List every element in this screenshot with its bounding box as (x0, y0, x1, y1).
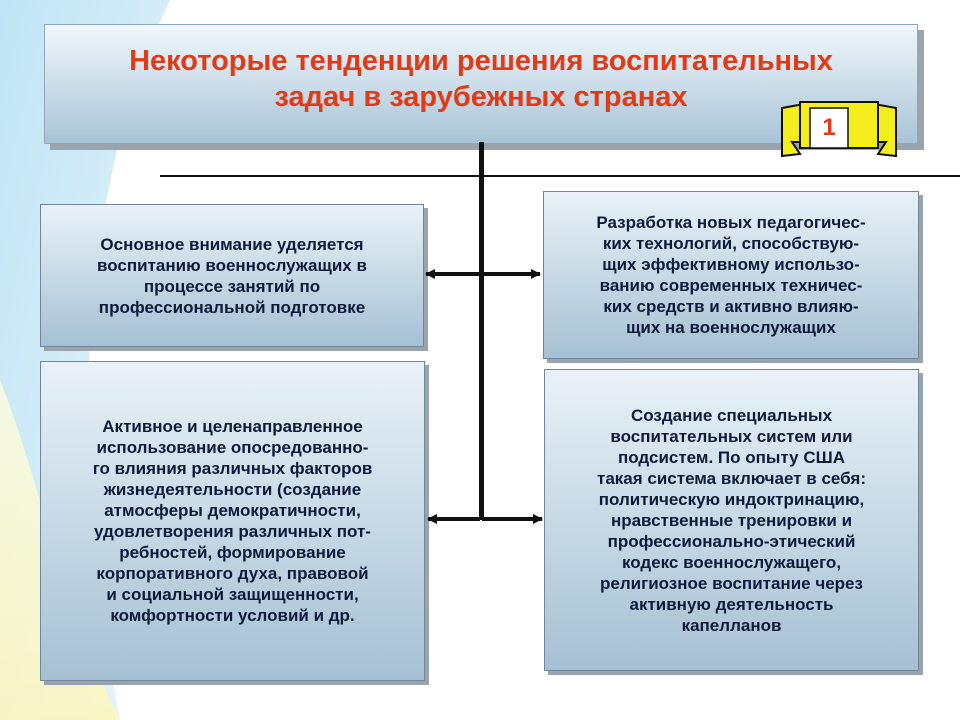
box-right-top: Разработка новых педагогичес- ких технол… (543, 191, 919, 359)
box-right-bottom-text: Создание специальных воспитательных сист… (597, 405, 866, 635)
box-left-bottom-text: Активное и целенаправленное использовани… (92, 417, 373, 625)
box-left-bottom: Активное и целенаправленное использовани… (40, 361, 425, 681)
badge-number: 1 (822, 114, 836, 141)
box-right-bottom: Создание специальных воспитательных сист… (544, 369, 919, 671)
horizontal-divider (160, 175, 960, 177)
number-badge (781, 101, 897, 158)
page-title: Некоторые тенденции решения воспитательн… (129, 45, 833, 113)
box-left-top-text: Основное внимание уделяется воспитанию в… (97, 234, 367, 317)
vertical-connector (479, 142, 484, 520)
box-left-top: Основное внимание уделяется воспитанию в… (40, 204, 424, 347)
box-right-top-text: Разработка новых педагогичес- ких технол… (596, 213, 866, 337)
